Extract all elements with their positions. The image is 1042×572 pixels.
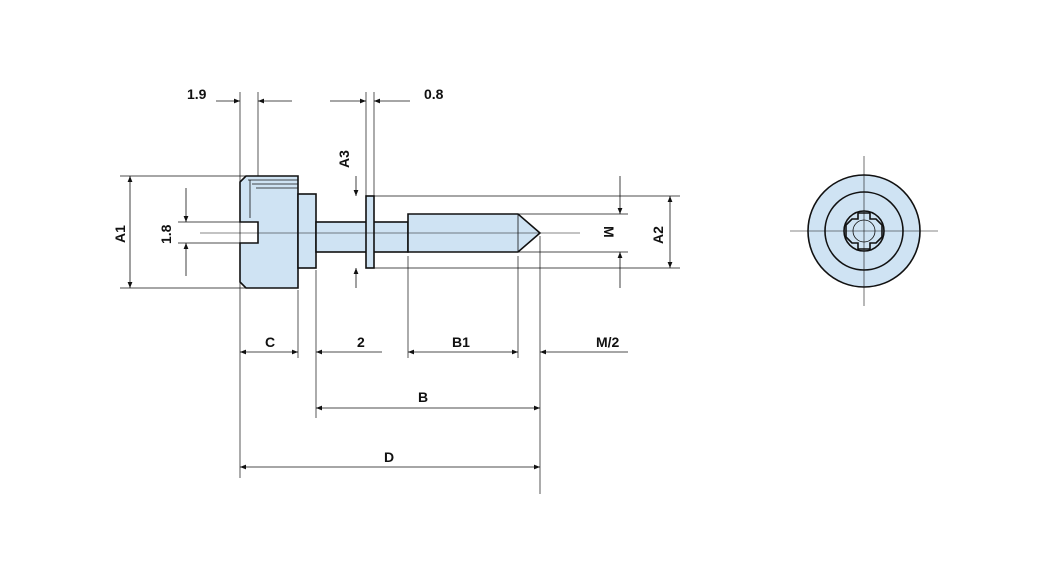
extension-lines [120, 92, 680, 494]
head-collar [297, 193, 317, 269]
label-b1: B1 [452, 334, 470, 350]
label-m-2: M/2 [596, 334, 620, 350]
dimension-lines [127, 98, 673, 470]
label-a2: A2 [650, 226, 666, 244]
label-d: D [384, 449, 394, 465]
label-m: M [601, 226, 617, 238]
shank [315, 221, 409, 253]
dimension-labels: 1.9 0.8 A3 A1 1.8 M A2 C 2 B1 M/2 B D [112, 86, 666, 465]
washer [365, 195, 375, 269]
label-2: 2 [357, 334, 365, 350]
side-view [200, 175, 580, 289]
label-a1: A1 [112, 225, 128, 243]
label-1-9: 1.9 [187, 86, 207, 102]
label-0-8: 0.8 [424, 86, 444, 102]
label-c: C [265, 334, 275, 350]
label-b: B [418, 389, 428, 405]
label-a3: A3 [336, 150, 352, 168]
end-view [790, 156, 938, 306]
label-1-8: 1.8 [158, 224, 174, 244]
screw-head [239, 175, 299, 289]
